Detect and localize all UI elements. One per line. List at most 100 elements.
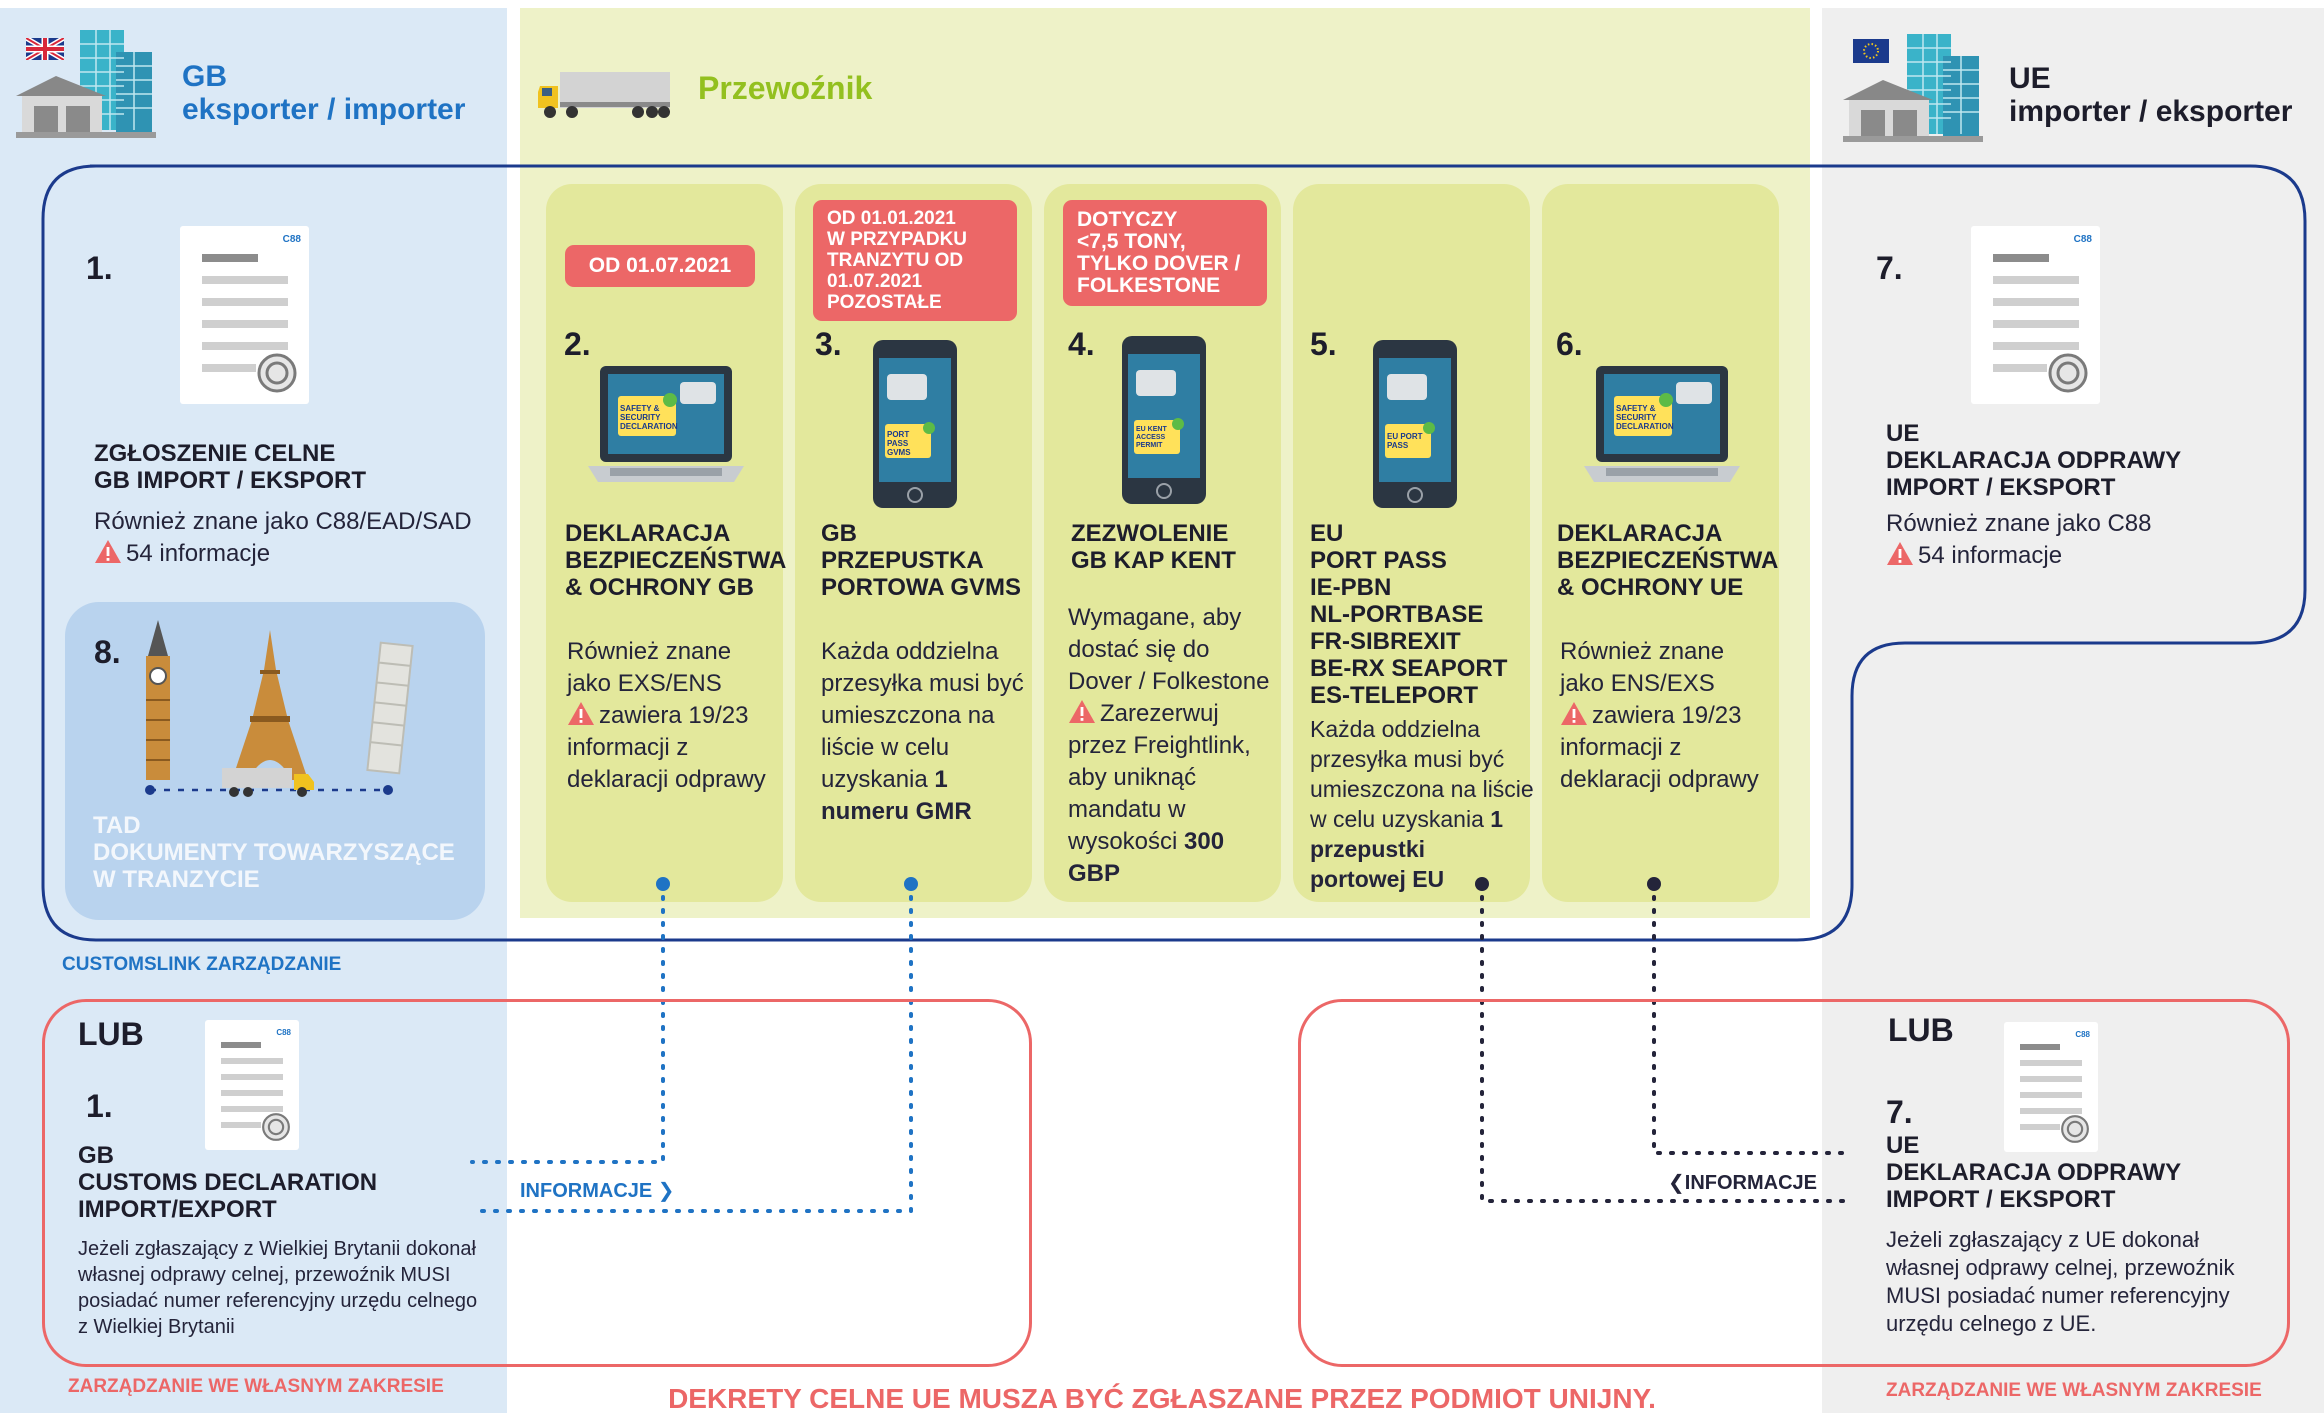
step3-badge-line1: OD 01.01.2021 [827,208,956,229]
step4-text-bold1: 300 [1184,828,1225,855]
step5-text-bold2: przepustki [1310,836,1426,862]
step4-heading: ZEZWOLENIE GB KAP KENT [1071,520,1236,574]
document-icon: C88 [205,1020,299,1150]
step1-text-line1: Również znane jako C88/EAD/SAD [94,508,472,535]
step7-text-line2: 54 informacje [1918,542,2063,569]
or-ue-text-line4: urzędu celnego z UE. [1886,1311,2097,1336]
step4-text: Wymagane, aby dostać się do Dover / Folk… [1068,602,1269,890]
chevron-right-icon: ❯ [657,1180,675,1202]
step5-heading-line7: ES-TELEPORT [1310,682,1479,709]
or-ue-box [1298,999,2290,1367]
step4-badge-line3: TYLKO DOVER / [1077,252,1241,275]
step5-heading-line3: IE-PBN [1310,574,1392,601]
step4-badge-line1: DOTYCZY [1077,208,1178,231]
ue-column-title: UE importer / eksporter [2009,62,2292,128]
step6-heading-line1: DEKLARACJA [1557,520,1723,547]
step1-heading-line1: ZGŁOSZENIE CELNE [94,440,336,467]
document-icon: C88 [180,226,309,404]
step6-screen-text: SAFETY & SECURITY DECLARATION [1616,404,1674,431]
card-step2 [546,184,783,902]
doc-tag: C88 [2075,1030,2090,1039]
step4-badge: DOTYCZY <7,5 TONY, TYLKO DOVER / FOLKEST… [1063,200,1267,306]
step3-heading: GB PRZEPUSTKA PORTOWA GVMS [821,520,1021,601]
warning-icon [568,702,594,725]
doc-tag: C88 [276,1028,291,1037]
or-ue-caption: ZARZĄDZANIE WE WŁASNYM ZAKRESIE [1886,1380,2262,1401]
step4-badge-line4: FOLKESTONE [1077,274,1221,297]
or-gb-text-line1: Jeżeli zgłaszający z Wielkiej Brytanii d… [78,1238,476,1260]
step2-heading: DEKLARACJA BEZPIECZEŃSTWA & OCHRONY GB [565,520,786,601]
step8-heading-line2: DOKUMENTY TOWARZYSZĄCE [93,839,455,866]
step3-text-line2: przesyłka musi być [821,670,1024,697]
step5-text-line2: przesyłka musi być [1310,746,1505,772]
step6-text-line4: informacji z [1560,734,1682,761]
step5-text-line3: umieszczona na liście [1310,776,1534,802]
step3-badge-line3: TRANZYTU OD [827,250,964,271]
step4-screen-text: EU KENT ACCESS PERMIT [1136,426,1167,449]
step4-text-line8: wysokości [1068,828,1178,855]
or-ue-heading-line3: IMPORT / EKSPORT [1886,1186,2116,1213]
or-gb-text: Jeżeli zgłaszający z Wielkiej Brytanii d… [78,1236,477,1340]
or-gb-heading-line3: IMPORT/EXPORT [78,1196,277,1223]
step2-text: Również znane jako EXS/ENS zawiera 19/23… [567,636,766,796]
step4-text-line5: przez Freightlink, [1068,732,1251,759]
step4-text-line1: Wymagane, aby [1068,604,1242,631]
step6-text-line3: zawiera 19/23 [1592,702,1742,729]
step7-number: 7. [1876,250,1903,286]
laptop-icon [1584,366,1740,505]
step2-text-line2: jako EXS/ENS [567,670,722,697]
step7-text: Również znane jako C88 54 informacje [1886,508,2152,572]
or-ue-info-label: ❮INFORMACJE [1668,1170,1817,1195]
doc-tag: C88 [2073,234,2092,245]
step3-screen-text: PORT PASS GVMS [887,430,911,457]
step4-text-line4: Zarezerwuj [1100,700,1219,727]
step5-text-line1: Każda oddzielna [1310,716,1481,742]
or-gb-label: LUB [78,1016,144,1052]
step2-heading-line1: DEKLARACJA [565,520,731,547]
step2-text-line1: Również znane [567,638,732,665]
or-ue-text-line2: własnej odprawy celnej, przewoźnik [1886,1255,2235,1280]
step6-text-line1: Również znane [1560,638,1725,665]
step6-number: 6. [1556,326,1583,362]
step8-heading-line3: W TRANZYCIE [93,866,260,893]
document-icon: C88 [1971,226,2100,404]
step7-heading: UE DEKLARACJA ODPRAWY IMPORT / EKSPORT [1886,420,2181,501]
or-gb-text-line3: posiadać numer referencyjny urzędu celne… [78,1290,478,1312]
step6-text-line2: jako ENS/EXS [1560,670,1715,697]
or-gb-heading: GB CUSTOMS DECLARATION IMPORT/EXPORT [78,1142,377,1223]
step2-text-line4: informacji z [567,734,689,761]
step4-number: 4. [1068,326,1095,362]
step3-text-line4: liście w celu [821,734,950,761]
or-gb-number: 1. [86,1088,113,1124]
step3-text-line3: umieszczona na [821,702,995,729]
step7-heading-line2: DEKLARACJA ODPRAWY [1886,447,2182,474]
step2-number: 2. [564,326,591,362]
truck-icon [222,764,314,803]
laptop-icon [588,366,744,505]
or-ue-number: 7. [1886,1094,1913,1130]
step7-heading-line3: IMPORT / EKSPORT [1886,474,2116,501]
step5-heading-line2: PORT PASS [1310,547,1447,574]
eiffel-tower-icon [230,630,310,785]
warning-icon [95,540,121,563]
step1-text: Również znane jako C88/EAD/SAD 54 inform… [94,506,472,570]
gb-title-line2: eksporter / importer [182,93,466,126]
step4-text-bold2: GBP [1068,860,1121,887]
or-gb-caption: ZARZĄDZANIE WE WŁASNYM ZAKRESIE [68,1376,444,1397]
step1-text-line2: 54 informacje [126,540,271,567]
step5-text: Każda oddzielna przesyłka musi być umies… [1310,714,1534,894]
step6-heading-line3: & OCHRONY UE [1557,574,1744,601]
warehouse-icon [1843,34,2003,149]
step2-heading-line2: BEZPIECZEŃSTWA [565,547,787,574]
card-step5 [1293,184,1530,902]
step3-heading-line2: PRZEPUSTKA [821,547,984,574]
step5-heading-line5: FR-SIBREXIT [1310,628,1461,655]
step4-text-line2: dostać się do [1068,636,1210,663]
step2-text-line5: deklaracji odprawy [567,766,766,793]
truck-icon [538,68,672,125]
step5-heading: EU PORT PASS IE-PBN NL-PORTBASE FR-SIBRE… [1310,520,1507,709]
or-ue-text-line1: Jeżeli zgłaszający z UE dokonał [1886,1227,2200,1252]
or-gb-box [42,999,1032,1367]
or-gb-heading-line2: CUSTOMS DECLARATION [78,1169,378,1196]
